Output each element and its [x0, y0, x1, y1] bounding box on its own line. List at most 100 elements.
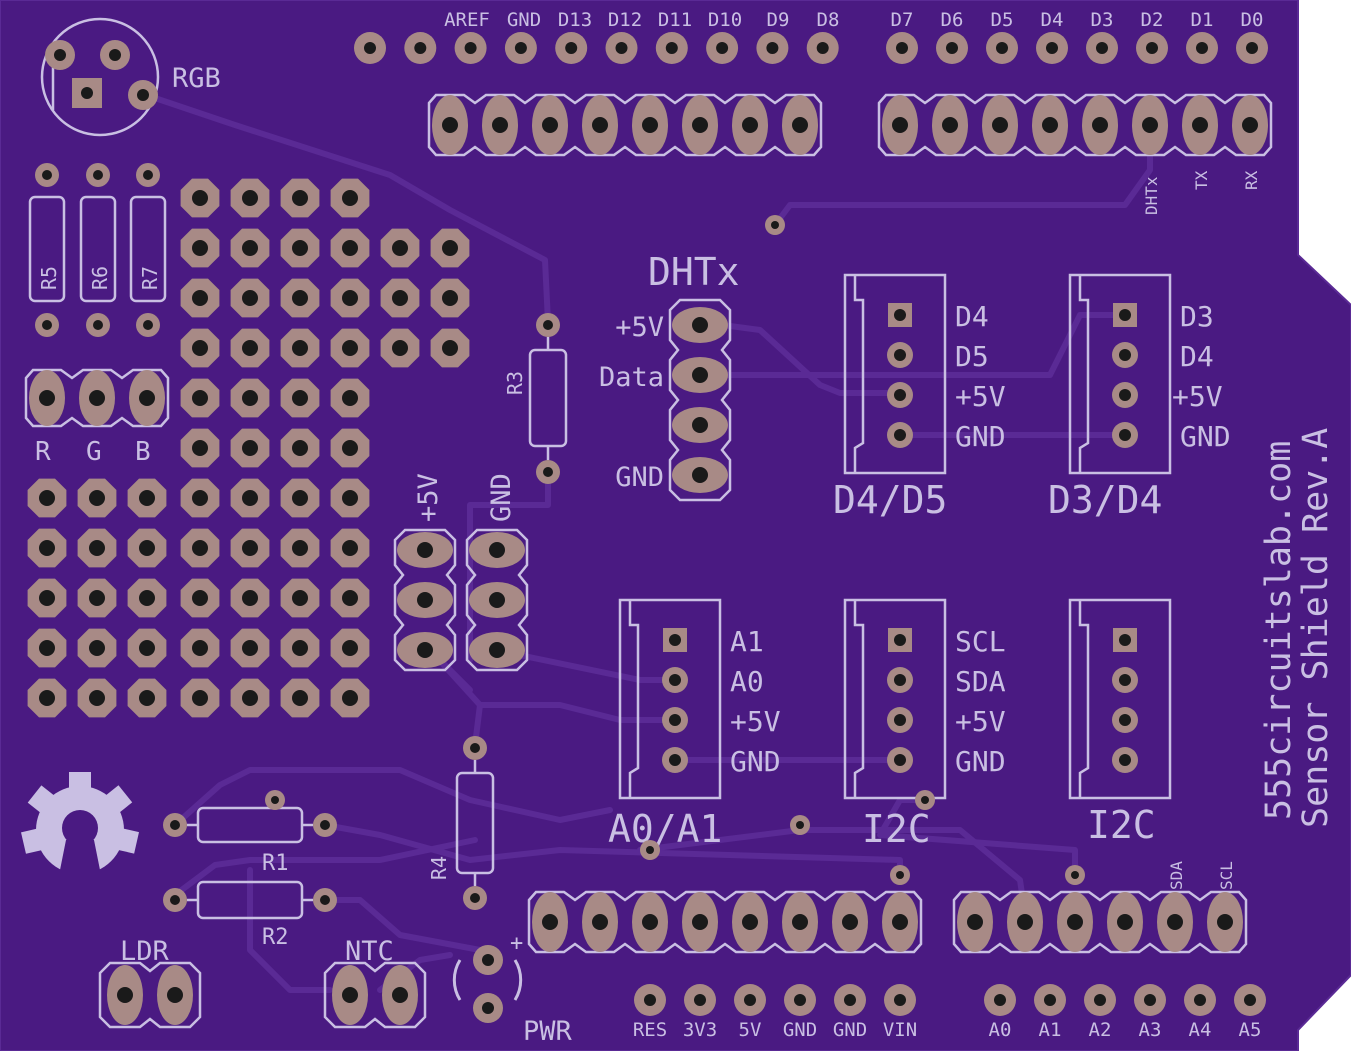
pad-square	[1113, 628, 1137, 652]
pad	[682, 95, 718, 155]
hdr-label: D3	[1091, 9, 1114, 31]
pad-drill	[669, 714, 681, 726]
pad	[1182, 95, 1218, 155]
conn-pin-label: D4	[955, 300, 989, 333]
top-header-pads	[354, 32, 1273, 157]
dhtx-small-label: DHTx	[1142, 176, 1161, 215]
pad	[605, 32, 638, 64]
gnd-vertical-label: GND	[486, 473, 517, 522]
pad	[887, 422, 913, 448]
pad	[397, 582, 453, 618]
label-g: G	[86, 437, 102, 467]
pad	[77, 628, 117, 668]
pwr-hdr-label: 3V3	[683, 1019, 717, 1041]
r7-label: R7	[138, 266, 162, 290]
conn-pin-label: +5V	[730, 705, 781, 738]
jst-key	[853, 275, 865, 473]
pad-drill	[242, 290, 258, 306]
dhtx-title: DHTx	[648, 250, 740, 294]
pad	[887, 342, 913, 368]
pad	[330, 678, 370, 718]
conn-pin-label: D4	[1180, 340, 1214, 373]
pad	[332, 965, 368, 1025]
pad-drill	[1046, 42, 1058, 54]
pad	[806, 32, 839, 64]
pad	[180, 578, 220, 618]
pad	[1136, 32, 1168, 64]
pad	[784, 984, 816, 1016]
pad-drill	[1192, 117, 1208, 133]
pad-drill	[692, 317, 708, 333]
pad	[180, 378, 220, 418]
hdr-label: D6	[941, 9, 964, 31]
pad	[127, 678, 167, 718]
jst-housing	[1068, 598, 1172, 800]
pad	[1112, 422, 1138, 448]
pad-drill	[1217, 914, 1233, 930]
pad	[706, 32, 739, 64]
pad	[882, 892, 918, 952]
pad	[180, 628, 220, 668]
pad-drill	[342, 490, 358, 506]
pad-drill	[489, 642, 505, 658]
pad	[1236, 32, 1268, 64]
conn-pin-label: +5V	[955, 380, 1006, 413]
pad	[280, 328, 320, 368]
pad-drill	[792, 914, 808, 930]
prototyping-area	[27, 178, 470, 718]
conn-pin-label: A1	[730, 625, 764, 658]
pad-drill	[292, 540, 308, 556]
pad-drill	[342, 540, 358, 556]
pad	[280, 528, 320, 568]
pad-drill	[642, 914, 658, 930]
pad-drill	[242, 390, 258, 406]
pad	[887, 667, 913, 693]
pad	[886, 32, 918, 64]
pad-drill	[392, 987, 408, 1003]
label-b: B	[135, 437, 151, 467]
jst-housing	[843, 598, 947, 800]
pad-drill	[894, 429, 906, 441]
hdr-label: GND	[507, 9, 541, 31]
bottom-header-pads	[527, 890, 1266, 1016]
pad-drill	[89, 590, 105, 606]
header-outline	[952, 890, 1248, 954]
ldr-ntc-pwr: LDR NTC + PWR	[98, 931, 573, 1047]
tx-label: TX	[1192, 170, 1211, 190]
pad	[230, 228, 270, 268]
pad-drill	[139, 390, 155, 406]
pad	[1032, 95, 1068, 155]
conn-pin-label: GND	[1180, 420, 1231, 453]
resistor-r2: R2	[163, 880, 337, 950]
pad-drill	[1242, 117, 1258, 133]
pad	[632, 95, 668, 155]
pad-drill	[242, 340, 258, 356]
pad-drill	[744, 994, 756, 1006]
pad	[330, 378, 370, 418]
pad-drill	[117, 987, 133, 1003]
pad-drill	[139, 640, 155, 656]
pad-drill	[139, 490, 155, 506]
pad-drill	[417, 642, 433, 658]
pwr-hdr-label: 5V	[739, 1019, 762, 1041]
pad-drill	[992, 117, 1008, 133]
pad	[984, 984, 1016, 1016]
conn-pin-label: D5	[955, 340, 989, 373]
pad-drill	[1042, 117, 1058, 133]
pad	[532, 95, 568, 155]
pad-drill	[946, 42, 958, 54]
resistor-r3: R3	[503, 313, 568, 484]
pad-drill	[1119, 634, 1131, 646]
pad-square	[663, 628, 687, 652]
analog-hdr-label: A2	[1089, 1019, 1112, 1041]
pad	[1112, 382, 1138, 408]
pad-drill	[1017, 914, 1033, 930]
conn-pin-label: A0	[730, 665, 764, 698]
pad	[230, 628, 270, 668]
pad	[280, 478, 320, 518]
ldr-label: LDR	[120, 936, 170, 967]
pad	[582, 95, 618, 155]
r3-label: R3	[503, 371, 527, 395]
pad-drill	[1096, 42, 1108, 54]
pad-drill	[167, 987, 183, 1003]
